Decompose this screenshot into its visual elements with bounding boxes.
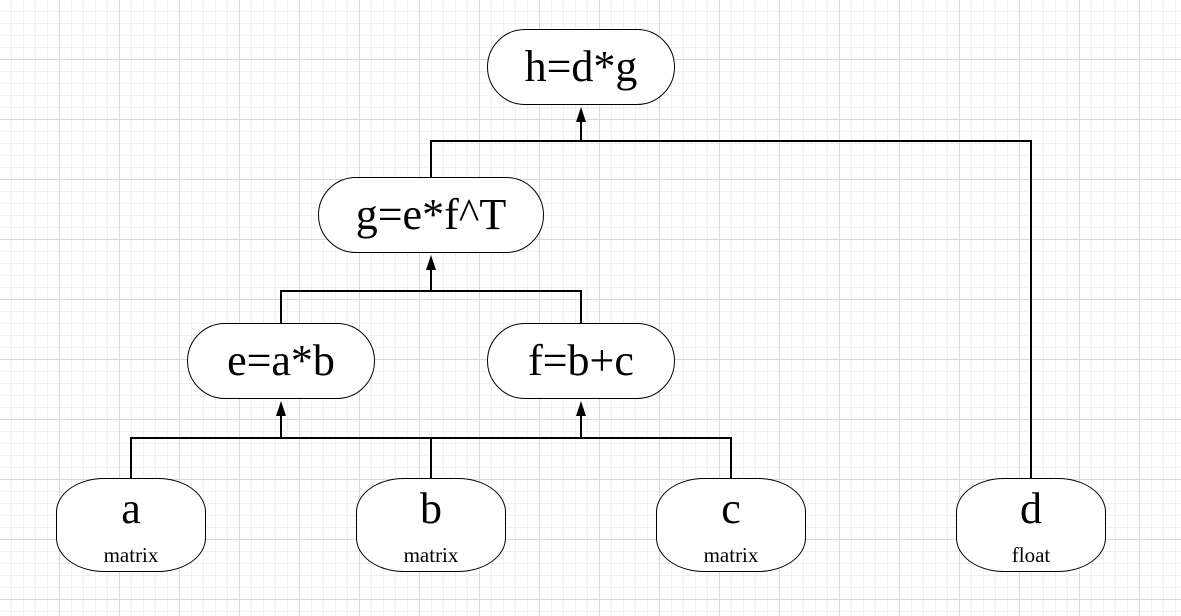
- arrow-to-g: [426, 255, 436, 270]
- input-node-b[interactable]: b matrix: [356, 478, 506, 572]
- node-d-type: float: [1011, 543, 1051, 567]
- node-b-type: matrix: [403, 543, 459, 567]
- edge-gd-to-h: [430, 107, 1032, 478]
- node-d-name: d: [1020, 484, 1042, 533]
- node-e[interactable]: e=a*b: [187, 323, 375, 399]
- node-f[interactable]: f=b+c: [487, 323, 675, 399]
- input-node-a[interactable]: a matrix: [56, 478, 206, 572]
- node-h[interactable]: h=d*g: [487, 29, 675, 105]
- input-node-c[interactable]: c matrix: [656, 478, 806, 572]
- node-a-type: matrix: [103, 543, 159, 567]
- node-a-name: a: [121, 484, 141, 533]
- node-c-name: c: [721, 484, 741, 533]
- node-g-label: g=e*f^T: [355, 190, 507, 239]
- edge-ef-to-g: [280, 255, 582, 323]
- arrow-to-e: [276, 401, 286, 416]
- node-e-label: e=a*b: [227, 336, 335, 385]
- arrow-to-h: [576, 107, 586, 122]
- edge-ab-to-e: [130, 401, 432, 478]
- node-g[interactable]: g=e*f^T: [318, 177, 544, 253]
- node-h-label: h=d*g: [524, 42, 638, 91]
- node-b-name: b: [420, 484, 442, 533]
- edge-bc-to-f: [431, 401, 732, 478]
- node-c-type: matrix: [703, 543, 759, 567]
- arrow-to-f: [576, 401, 586, 416]
- node-f-label: f=b+c: [528, 336, 634, 385]
- input-node-d[interactable]: d float: [956, 478, 1106, 572]
